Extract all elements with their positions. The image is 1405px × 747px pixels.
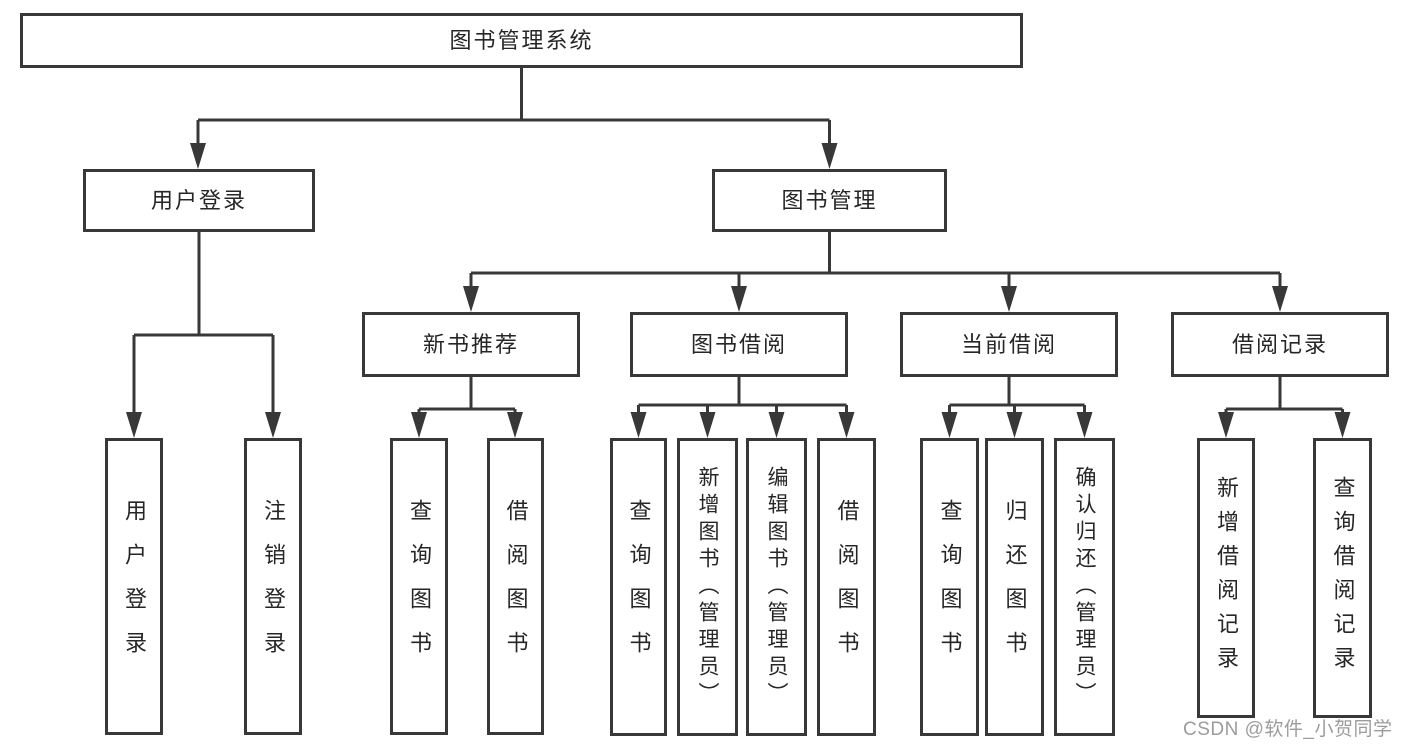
node-leaf-cb-query-books: 查询图书	[920, 438, 979, 736]
arrow-down-icon	[411, 412, 427, 438]
node-root: 图书管理系统	[20, 13, 1023, 68]
node-leaf-user-login: 用户登录	[105, 438, 163, 735]
arrow-down-icon	[1218, 412, 1234, 438]
arrow-down-icon	[1334, 412, 1351, 438]
node-leaf-bb-add-books-admin: 新增图书（管理员）	[677, 438, 738, 736]
arrow-down-icon	[699, 412, 716, 438]
arrow-down-icon	[821, 143, 838, 169]
node-leaf-br-query-record: 查询借阅记录	[1313, 438, 1372, 718]
arrow-down-icon	[265, 412, 281, 438]
node-new-book-recommend: 新书推荐	[362, 312, 580, 377]
arrow-down-icon	[1076, 412, 1093, 438]
node-leaf-bb-query-books: 查询图书	[610, 438, 667, 736]
arrow-down-icon	[838, 412, 855, 438]
node-leaf-cb-return-books: 归还图书	[985, 438, 1044, 736]
arrow-down-icon	[768, 412, 785, 438]
arrow-down-icon	[126, 412, 142, 438]
arrow-down-icon	[190, 143, 206, 169]
node-book-management: 图书管理	[712, 169, 947, 232]
arrow-down-icon	[1272, 286, 1288, 312]
node-leaf-br-add-record: 新增借阅记录	[1197, 438, 1255, 718]
node-borrow-records: 借阅记录	[1171, 312, 1389, 377]
node-current-borrow: 当前借阅	[900, 312, 1118, 377]
node-book-borrow: 图书借阅	[630, 312, 848, 377]
arrow-down-icon	[1001, 286, 1017, 312]
tree-edges	[132, 68, 1344, 414]
node-leaf-rec-query-books: 查询图书	[390, 438, 448, 735]
arrow-down-icon	[1006, 412, 1023, 438]
arrow-down-icon	[630, 412, 647, 438]
node-leaf-bb-borrow-books: 借阅图书	[817, 438, 876, 736]
arrow-down-icon	[507, 412, 523, 438]
watermark: CSDN @软件_小贺同学	[1183, 719, 1393, 740]
node-user-login: 用户登录	[83, 169, 315, 232]
node-leaf-logout: 注销登录	[244, 438, 302, 735]
node-leaf-rec-borrow-books: 借阅图书	[487, 438, 544, 735]
arrowhead-icons	[126, 143, 1351, 438]
arrow-down-icon	[463, 286, 479, 312]
arrow-down-icon	[941, 412, 958, 438]
arrow-down-icon	[731, 286, 747, 312]
node-leaf-cb-confirm-return-admin: 确认归还（管理员）	[1054, 438, 1115, 736]
node-leaf-bb-edit-books-admin: 编辑图书（管理员）	[746, 438, 807, 736]
